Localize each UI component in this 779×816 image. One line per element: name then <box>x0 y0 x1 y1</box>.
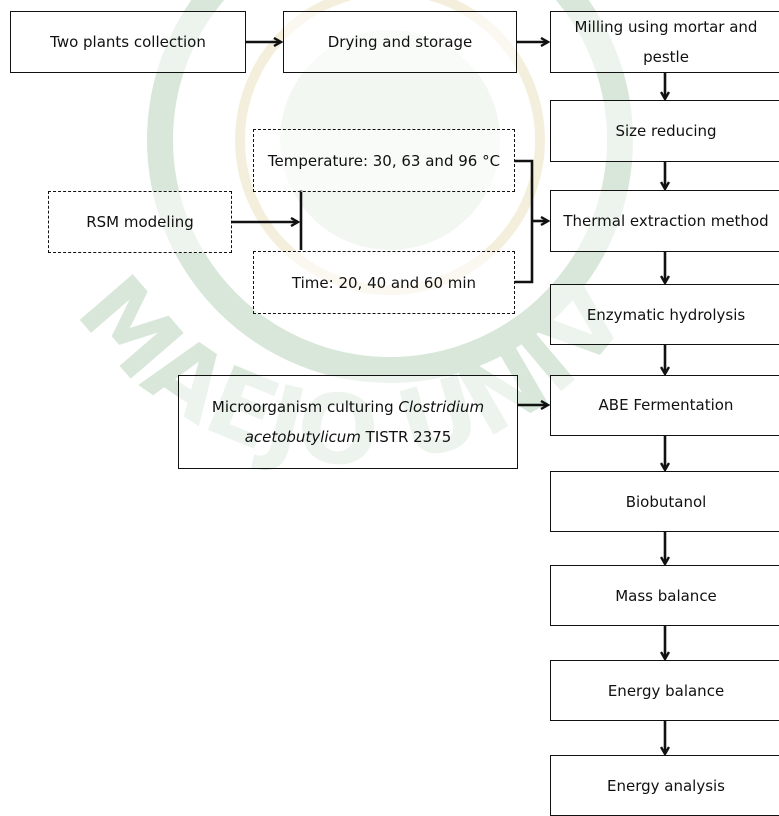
temperature-parameter-label: Temperature: 30, 63 and 96 °C <box>267 151 501 170</box>
energy-balance-label: Energy balance <box>607 681 725 700</box>
drying-storage-box: Drying and storage <box>283 11 517 73</box>
thermal-extraction-box: Thermal extraction method <box>550 190 779 252</box>
size-reducing-box: Size reducing <box>550 100 779 162</box>
enzymatic-hydrolysis-box: Enzymatic hydrolysis <box>550 284 779 345</box>
two-plants-collection-label: Two plants collection <box>50 33 206 51</box>
size-reducing-label: Size reducing <box>615 122 717 140</box>
mass-balance-label: Mass balance <box>615 586 717 605</box>
two-plants-collection-box: Two plants collection <box>10 11 246 73</box>
energy-analysis-label: Energy analysis <box>606 776 725 795</box>
thermal-extraction-label: Thermal extraction method <box>563 212 769 230</box>
microorganism-species-text: Clostridium acetobutylicum <box>244 398 485 446</box>
abe-fermentation-label: ABE Fermentation <box>598 396 734 414</box>
rsm-modeling-box: RSM modeling <box>48 191 232 253</box>
time-parameter-label: Time: 20, 40 and 60 min <box>291 273 477 292</box>
time-parameter-box: Time: 20, 40 and 60 min <box>253 251 515 314</box>
mass-balance-box: Mass balance <box>550 565 779 626</box>
biobutanol-label: Biobutanol <box>625 492 707 511</box>
microorganism-culturing-box: Microorganism culturing Clostridium acet… <box>178 375 518 469</box>
energy-analysis-box: Energy analysis <box>550 755 779 816</box>
microorganism-strain-text: TISTR 2375 <box>360 428 452 446</box>
drying-storage-label: Drying and storage <box>327 33 473 51</box>
milling-label: Milling using mortar and pestle <box>574 18 758 66</box>
microorganism-culturing-label: Microorganism culturing Clostridium acet… <box>203 392 493 452</box>
enzymatic-hydrolysis-label: Enzymatic hydrolysis <box>586 305 746 324</box>
rsm-modeling-label: RSM modeling <box>86 213 194 231</box>
temperature-parameter-box: Temperature: 30, 63 and 96 °C <box>253 129 515 192</box>
biobutanol-box: Biobutanol <box>550 471 779 532</box>
energy-balance-box: Energy balance <box>550 660 779 721</box>
abe-fermentation-box: ABE Fermentation <box>550 375 779 436</box>
milling-box: Milling using mortar and pestle <box>550 11 779 73</box>
microorganism-prefix-text: Microorganism culturing <box>211 398 399 416</box>
